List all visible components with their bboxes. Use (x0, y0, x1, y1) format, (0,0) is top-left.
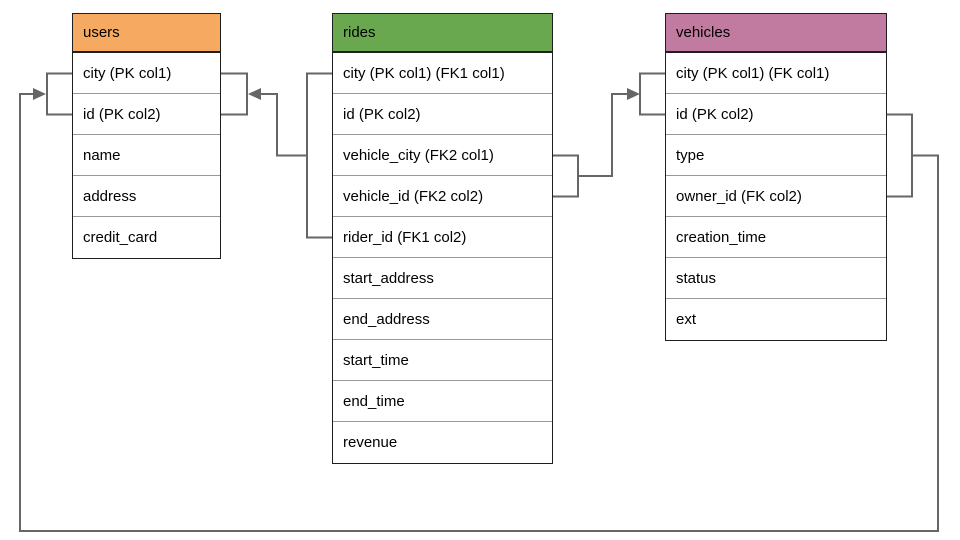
table-row: end_time (333, 381, 552, 422)
fk2-link-line (578, 93, 628, 177)
table-row: rider_id (FK1 col2) (333, 217, 552, 258)
rides-fk1-bracket (306, 72, 332, 239)
table-row: id (PK col2) (666, 94, 886, 135)
table-row: city (PK col1) (73, 53, 220, 94)
users-pk-left-bracket (46, 72, 72, 116)
table-row: vehicle_city (FK2 col1) (333, 135, 552, 176)
fk1-rides-to-users-connector (221, 72, 332, 239)
table-row: city (PK col1) (FK col1) (666, 53, 886, 94)
table-users-header: users (73, 14, 220, 53)
table-users: users city (PK col1) id (PK col2) name a… (72, 13, 221, 259)
table-row: start_time (333, 340, 552, 381)
table-row: start_address (333, 258, 552, 299)
users-pk-right-bracket (221, 72, 248, 116)
fk-arrowhead-icon (33, 88, 46, 100)
fk2-rides-to-vehicles-connector (553, 72, 665, 198)
fk1-arrowhead-icon (248, 88, 261, 100)
table-row: address (73, 176, 220, 217)
table-row: name (73, 135, 220, 176)
vehicles-fk-bracket (887, 113, 913, 198)
table-row: credit_card (73, 217, 220, 258)
table-row: creation_time (666, 217, 886, 258)
rides-fk2-bracket (553, 154, 579, 198)
table-row: vehicle_id (FK2 col2) (333, 176, 552, 217)
table-row: status (666, 258, 886, 299)
table-vehicles: vehicles city (PK col1) (FK col1) id (PK… (665, 13, 887, 341)
vehicles-pk-left-bracket (639, 72, 665, 116)
table-row: id (PK col2) (333, 94, 552, 135)
table-row: revenue (333, 422, 552, 463)
fk2-arrowhead-icon (627, 88, 640, 100)
table-row: city (PK col1) (FK1 col1) (333, 53, 552, 94)
table-rides: rides city (PK col1) (FK1 col1) id (PK c… (332, 13, 553, 464)
table-row: ext (666, 299, 886, 340)
table-row: id (PK col2) (73, 94, 220, 135)
table-row: end_address (333, 299, 552, 340)
fk-link-line (19, 93, 939, 532)
table-vehicles-header: vehicles (666, 14, 886, 53)
table-row: owner_id (FK col2) (666, 176, 886, 217)
fk1-link-line (260, 93, 307, 157)
table-rides-header: rides (333, 14, 552, 53)
fk-vehicles-to-users-connector (19, 72, 939, 532)
table-row: type (666, 135, 886, 176)
